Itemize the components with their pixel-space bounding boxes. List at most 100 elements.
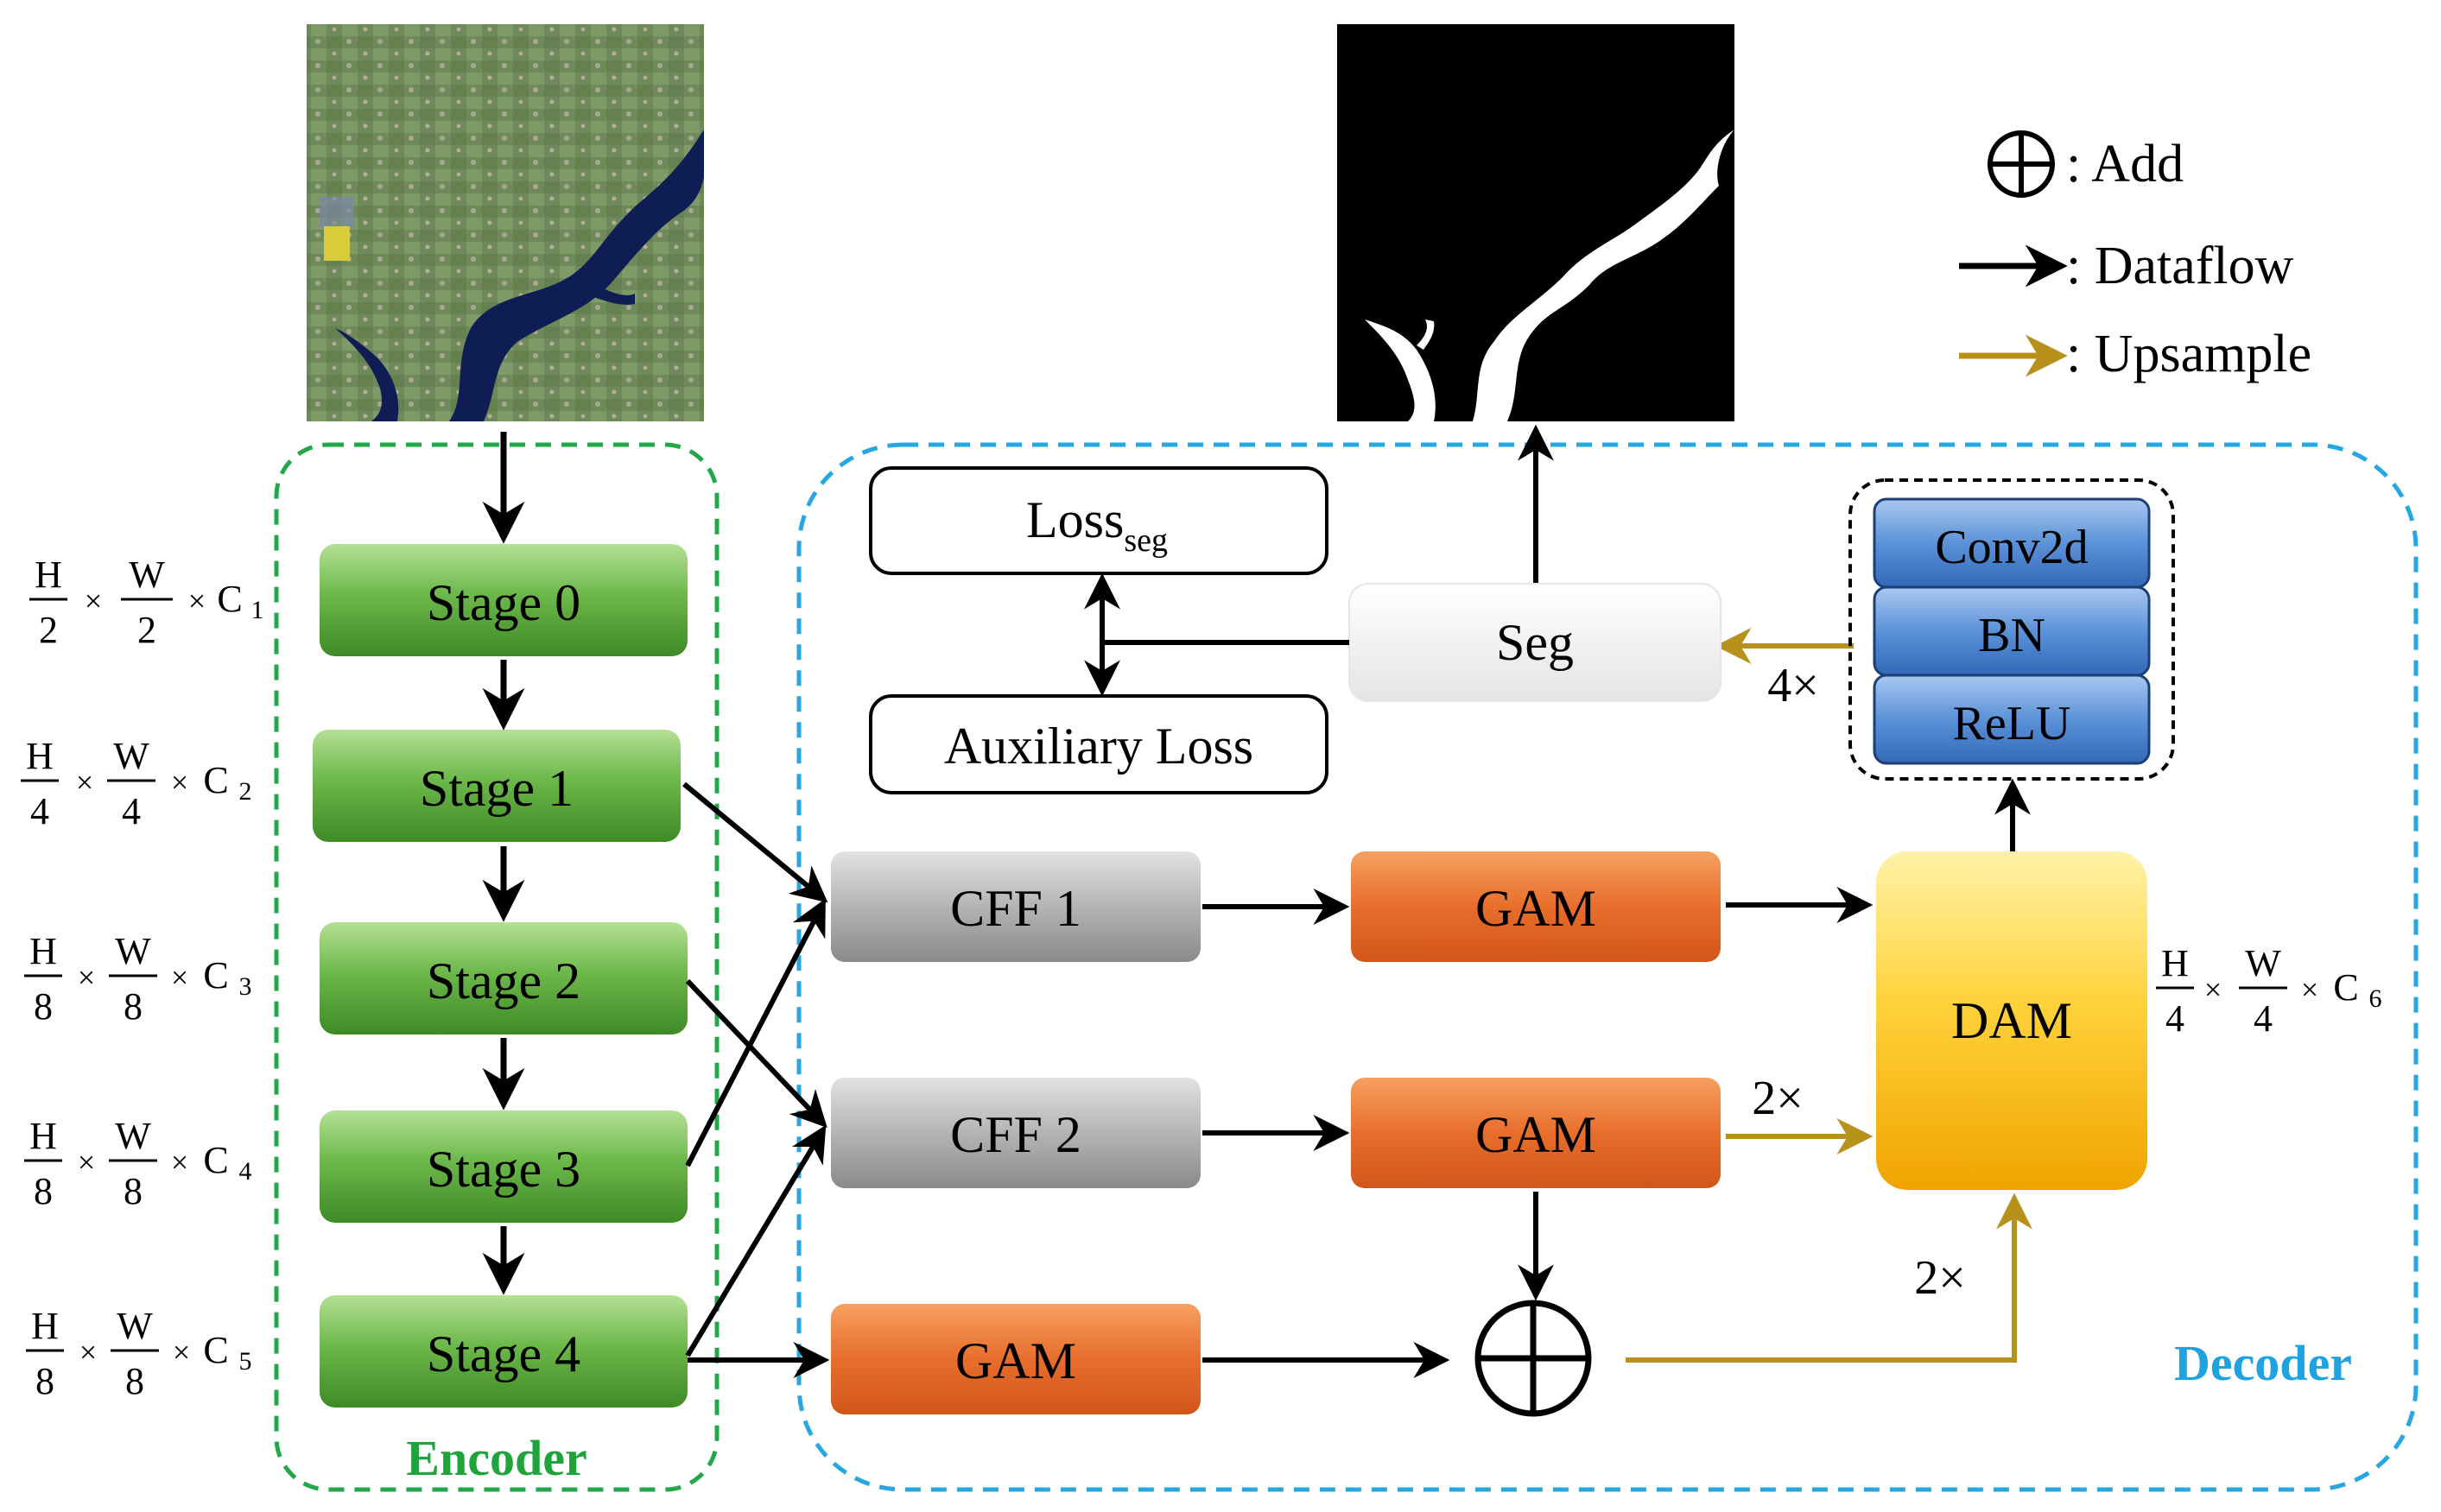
add-legend-icon <box>1988 130 2055 198</box>
stage-to-cff-arrows <box>682 781 830 1378</box>
svg-text:H: H <box>2161 942 2189 984</box>
dim-label-stage-2: H 8 × W 8 × C 3 <box>24 930 252 1028</box>
gam-block-1: GAM <box>1351 851 1721 962</box>
upsample-2x-label-gam: 2× <box>1752 1072 1804 1125</box>
input-satellite-image <box>307 24 704 421</box>
stage-2-block: Stage 2 <box>320 922 688 1034</box>
svg-text:×: × <box>188 584 206 618</box>
stage-label: Stage 0 <box>427 574 580 631</box>
upsample-2x-label-add: 2× <box>1914 1251 1966 1305</box>
stage-label: Stage 2 <box>427 952 580 1009</box>
conv-bn-relu-group <box>1848 478 2175 781</box>
conv2d-block: Conv2d <box>1873 497 2151 589</box>
dim-label-stage-3: H 8 × W 8 × C 4 <box>24 1115 252 1212</box>
gam-label: GAM <box>955 1332 1076 1389</box>
svg-text:8: 8 <box>125 1360 144 1402</box>
svg-text:H: H <box>35 554 62 596</box>
svg-text:×: × <box>173 1335 190 1370</box>
svg-text:×: × <box>171 765 188 800</box>
svg-text:Lossseg: Lossseg <box>1026 491 1168 559</box>
legend-upsample-label: : Upsample <box>2066 325 2311 383</box>
gam-block-2: GAM <box>1351 1078 1721 1188</box>
cff-1-label: CFF 1 <box>950 880 1081 937</box>
svg-text:C: C <box>203 1329 228 1371</box>
svg-text:W: W <box>113 735 149 777</box>
loss-connector <box>1084 573 1349 697</box>
svg-text:×: × <box>2301 972 2318 1007</box>
svg-text:H: H <box>29 930 57 972</box>
cff-2-block: CFF 2 <box>831 1078 1201 1188</box>
svg-text:×: × <box>79 1335 97 1370</box>
dam-label: DAM <box>1951 992 2072 1049</box>
bn-label: BN <box>1978 609 2045 662</box>
stage-label: Stage 4 <box>427 1325 580 1382</box>
decoder-dataflow-arrows <box>1202 424 2031 1378</box>
loss-seg-box: Lossseg <box>869 466 1328 575</box>
svg-text:4: 4 <box>2165 997 2184 1040</box>
relu-block: ReLU <box>1873 674 2151 765</box>
upsample-arrows <box>1626 628 2032 1363</box>
svg-text:×: × <box>85 584 102 618</box>
encoder-container <box>274 442 720 1492</box>
svg-text:4: 4 <box>122 790 141 832</box>
seg-label: Seg <box>1496 614 1574 671</box>
add-operator-icon <box>1474 1300 1592 1417</box>
svg-text:W: W <box>129 554 165 596</box>
dim-label-stage-0: H 2 × W 2 × C 1 <box>29 554 264 651</box>
svg-text:8: 8 <box>34 985 53 1028</box>
svg-text:8: 8 <box>124 985 143 1028</box>
loss-seg-subscript: seg <box>1124 522 1168 559</box>
stage-0-block: Stage 0 <box>320 544 688 656</box>
dam-block: DAM <box>1876 851 2147 1190</box>
relu-label: ReLU <box>1953 697 2071 750</box>
output-mask-image <box>1337 24 1734 421</box>
encoder-title: Encoder <box>406 1430 586 1486</box>
decoder-title: Decoder <box>2174 1335 2352 1391</box>
stage-1-block: Stage 1 <box>313 730 681 842</box>
upsample-4x-label: 4× <box>1767 659 1819 712</box>
gam-label: GAM <box>1475 1106 1596 1163</box>
svg-text:W: W <box>115 1115 151 1157</box>
svg-text:C: C <box>217 578 242 620</box>
stage-4-block: Stage 4 <box>320 1295 688 1408</box>
svg-text:C: C <box>2333 966 2358 1009</box>
cff-1-block: CFF 1 <box>831 851 1201 962</box>
svg-text:H: H <box>26 735 54 777</box>
svg-text:8: 8 <box>124 1170 143 1212</box>
cff-2-label: CFF 2 <box>950 1106 1081 1163</box>
dim-label-stage-1: H 4 × W 4 × C 2 <box>21 735 252 832</box>
svg-text:8: 8 <box>35 1360 54 1402</box>
svg-text:×: × <box>171 960 188 995</box>
svg-text:6: 6 <box>2369 984 2382 1013</box>
svg-text:W: W <box>117 1305 153 1347</box>
svg-text:2: 2 <box>137 609 156 651</box>
svg-text:8: 8 <box>34 1170 53 1212</box>
svg-text:W: W <box>115 930 151 972</box>
svg-text:C: C <box>203 954 228 996</box>
gam-block-3: GAM <box>831 1304 1201 1414</box>
stage-label: Stage 3 <box>427 1141 580 1198</box>
svg-text:2: 2 <box>239 777 252 806</box>
legend-dataflow-label: : Dataflow <box>2066 237 2294 295</box>
dim-label-dam: H 4 × W 4 × C 6 <box>2156 942 2382 1040</box>
svg-text:×: × <box>78 960 95 995</box>
svg-text:×: × <box>76 765 93 800</box>
svg-text:4: 4 <box>239 1157 252 1186</box>
auxiliary-loss-box: Auxiliary Loss <box>869 694 1328 794</box>
svg-text:5: 5 <box>239 1347 252 1376</box>
svg-text:1: 1 <box>251 596 264 624</box>
conv2d-label: Conv2d <box>1935 521 2088 574</box>
gam-label: GAM <box>1475 880 1596 937</box>
svg-text:4: 4 <box>2254 997 2273 1040</box>
svg-text:×: × <box>2204 972 2222 1007</box>
bn-block: BN <box>1873 585 2151 677</box>
svg-text:C: C <box>203 1139 228 1181</box>
stage-label: Stage 1 <box>420 760 574 817</box>
loss-seg-label: Loss <box>1026 491 1124 548</box>
svg-text:4: 4 <box>30 790 49 832</box>
dim-label-stage-4: H 8 × W 8 × C 5 <box>26 1305 252 1402</box>
legend-add-label: : Add <box>2066 135 2184 193</box>
legend: : Add : Dataflow : Upsample <box>1959 130 2311 383</box>
svg-text:×: × <box>78 1145 95 1180</box>
